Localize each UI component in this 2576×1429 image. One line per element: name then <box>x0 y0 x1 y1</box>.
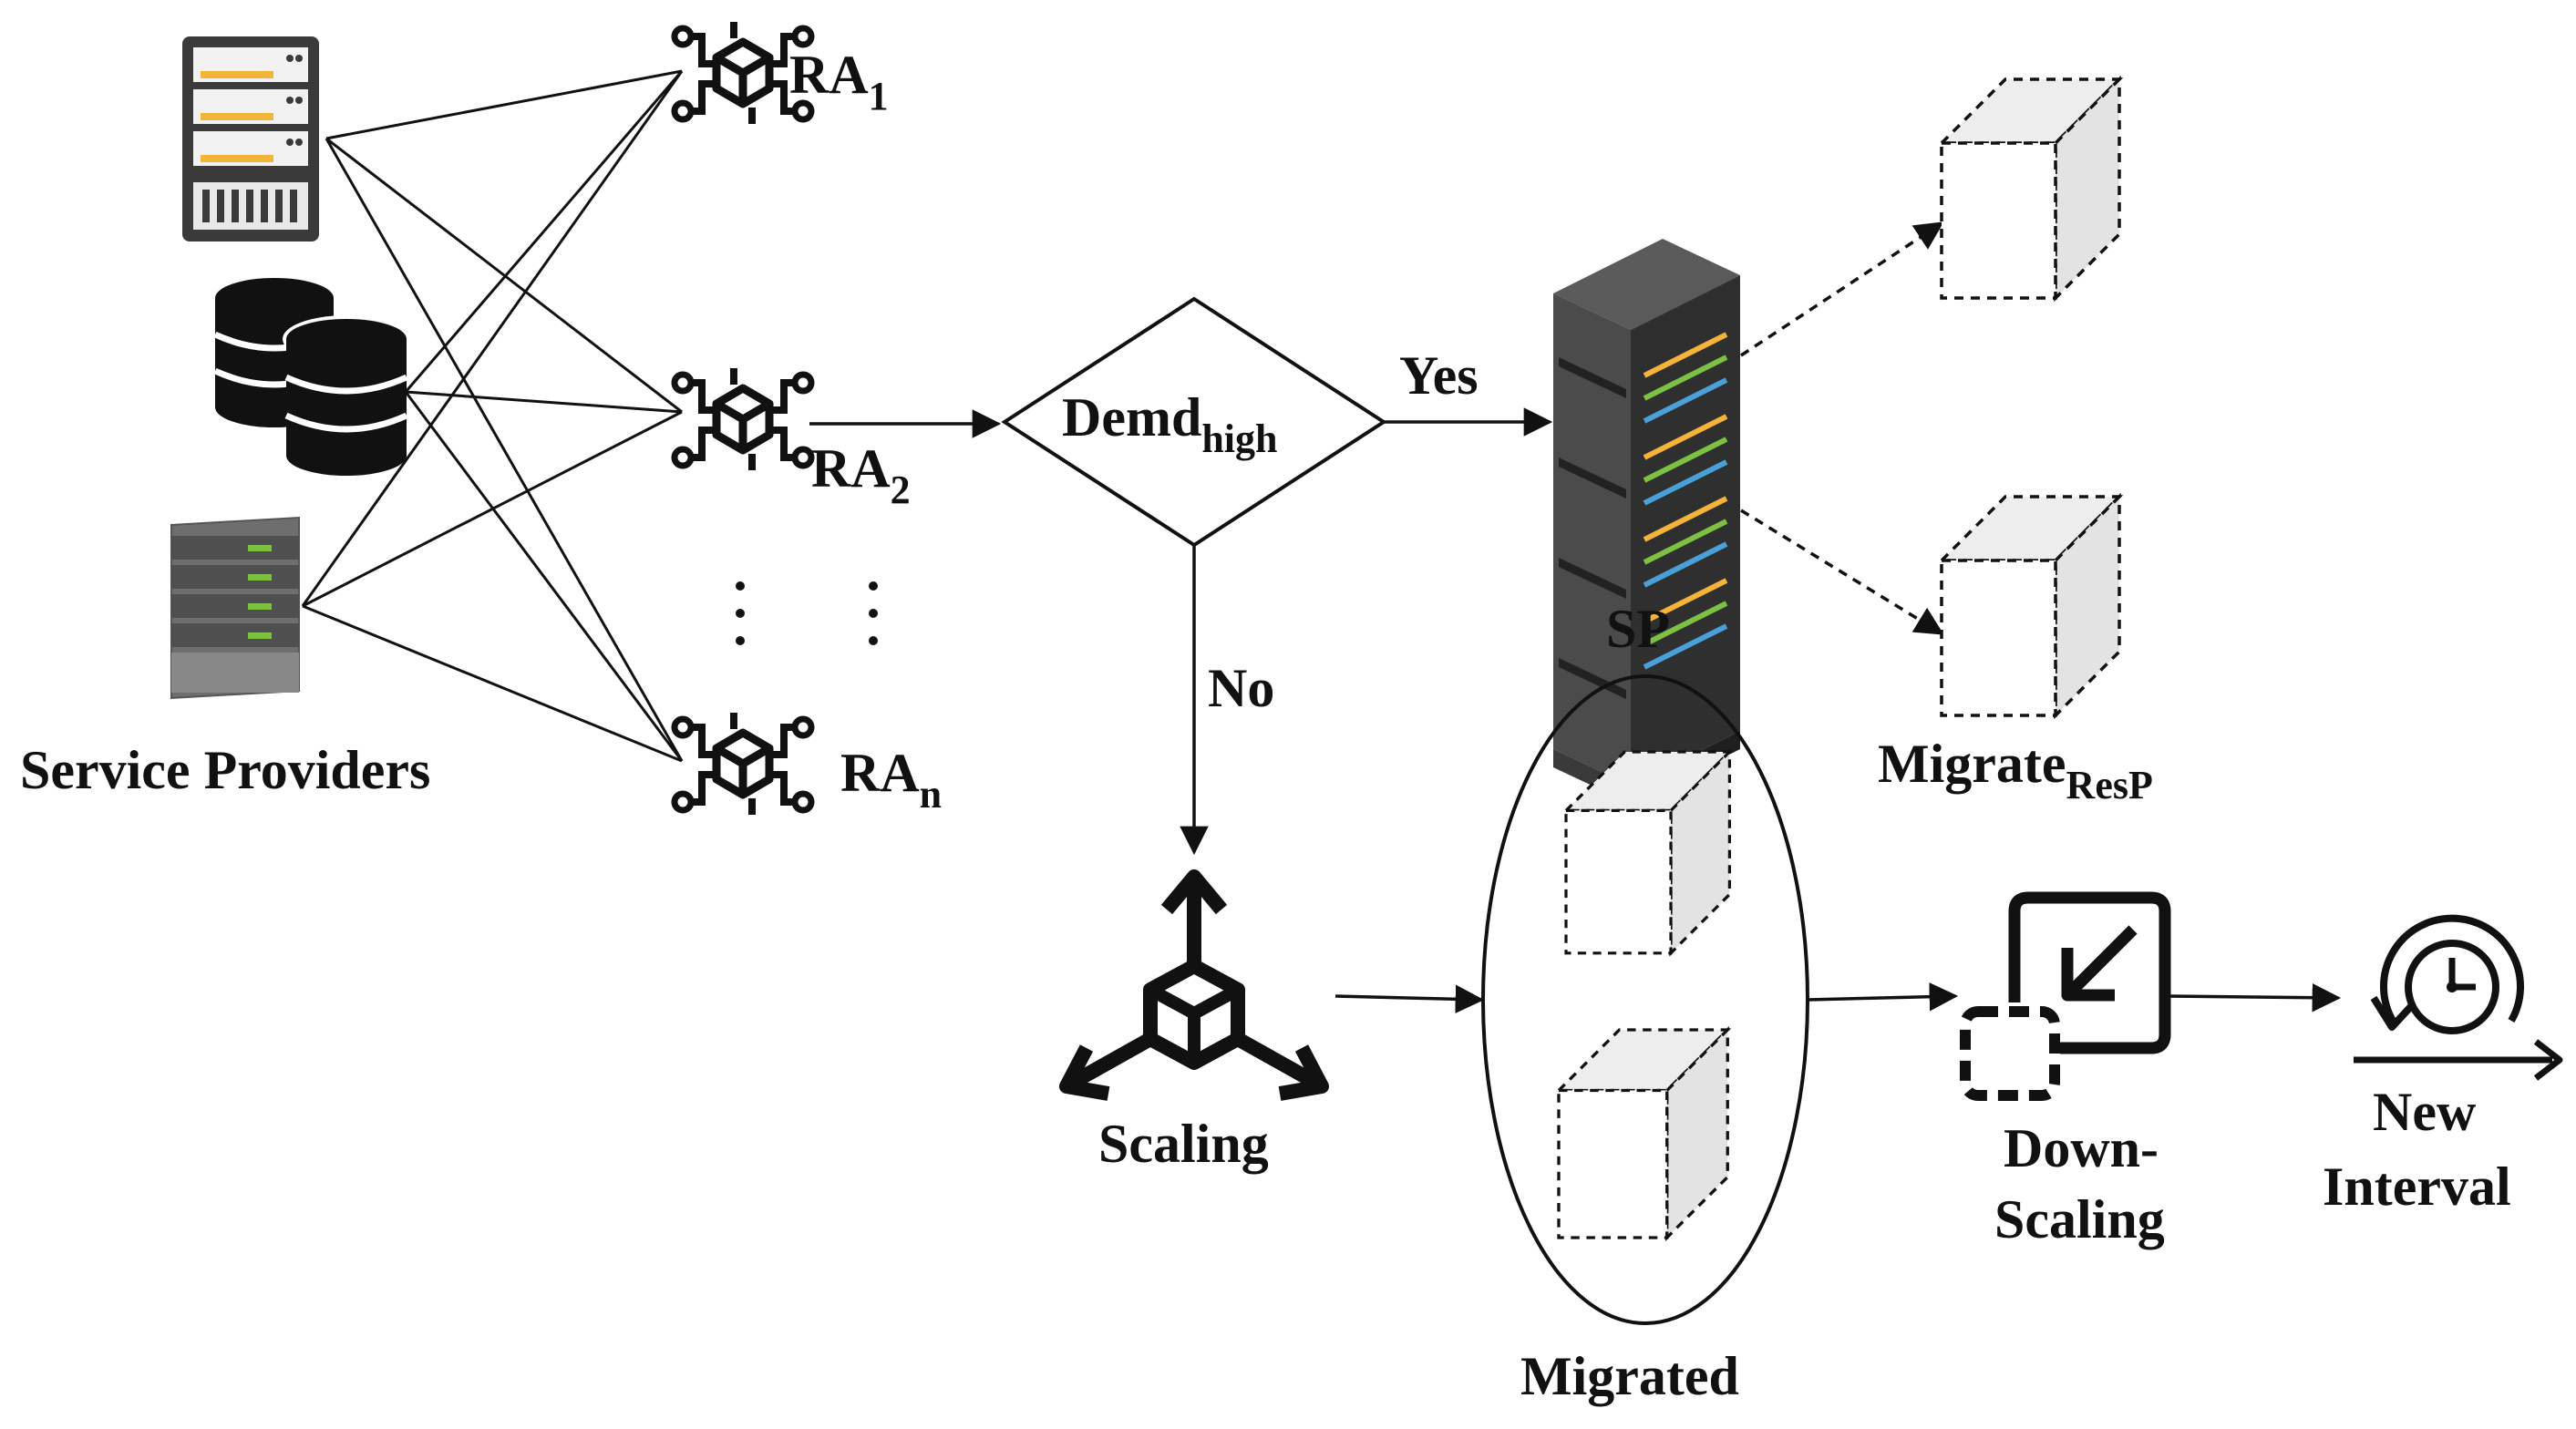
agent-icon-n <box>675 713 811 815</box>
migrated-label: Migrated <box>1520 1346 1739 1406</box>
down-scale-icon <box>1960 891 2171 1101</box>
downscale-to-interval-arrow <box>2167 982 2342 1013</box>
yes-label: Yes <box>1399 345 1479 406</box>
new-interval-label-line2: Interval <box>2323 1157 2511 1217</box>
scaling-label: Scaling <box>1098 1114 1269 1174</box>
sp-label: SP <box>1606 599 1670 659</box>
sp-to-resource-top-arrow <box>1740 221 1944 357</box>
agent-label-1: RA1 <box>789 45 889 118</box>
scaling-arrows-icon <box>1059 869 1329 1101</box>
agent-label-n: RAn <box>840 743 942 817</box>
no-label: No <box>1208 658 1274 718</box>
agent-label-2: RA2 <box>811 438 911 512</box>
server-rack-icon <box>1553 239 1740 804</box>
provider-agent-links <box>301 69 684 763</box>
down-scaling-label-line2: Scaling <box>1994 1189 2165 1249</box>
sp-to-resource-bottom-arrow <box>1740 509 1944 635</box>
resource-cube-top <box>1940 77 2121 300</box>
scaling-to-migrated-arrow <box>1334 984 1485 1014</box>
ellipsis-dots <box>736 581 878 645</box>
tower-server-icon <box>170 516 300 700</box>
agent-icon-2 <box>675 368 811 470</box>
new-interval-label-line1: New <box>2373 1082 2477 1142</box>
migrated-cube-bottom <box>1557 1028 1729 1239</box>
down-scaling-label-line1: Down- <box>2004 1118 2159 1178</box>
migrate-resp-label: MigrateResP <box>1878 734 2153 807</box>
decision-label: Demdhigh <box>1062 387 1277 461</box>
service-providers-label: Service Providers <box>20 740 430 800</box>
migrated-to-downscale-arrow <box>1807 982 1959 1012</box>
database-icon <box>213 278 410 476</box>
resource-cube-bottom <box>1940 495 2121 717</box>
clock-loop-icon <box>2354 914 2563 1081</box>
rack-server-icon <box>182 36 319 242</box>
